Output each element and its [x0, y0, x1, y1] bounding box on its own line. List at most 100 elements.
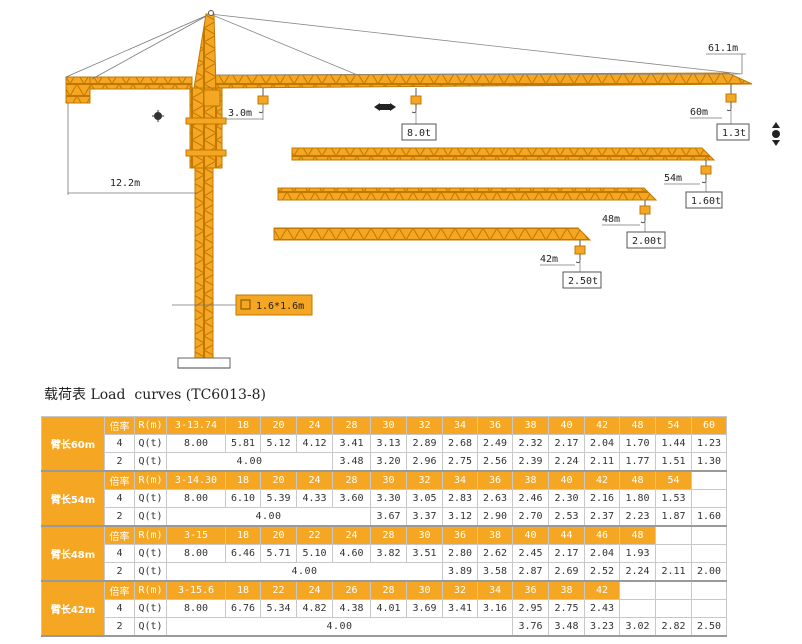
radius-cell: 54 — [655, 416, 692, 435]
load-cell: 2.89 — [406, 434, 443, 453]
rate-header: 倍率 — [104, 416, 135, 435]
load-cell: 2.87 — [512, 562, 549, 582]
radius-cell: 36 — [477, 416, 513, 435]
max-load-label: 8.0t — [407, 128, 431, 139]
load-cell: 2.11 — [584, 452, 620, 472]
rate-cell: 2 — [104, 617, 135, 637]
load-cell: 3.37 — [406, 507, 443, 527]
load-cell: 2.32 — [512, 434, 549, 453]
radius-cell: 48 — [619, 416, 656, 435]
radius-cell: 32 — [406, 416, 443, 435]
counter-jib-label: 12.2m — [110, 178, 140, 189]
load-cell: 3.89 — [442, 562, 478, 582]
radius-cell: 18 — [225, 580, 261, 600]
radius-cell: 46 — [584, 525, 620, 545]
radius-cell: 3-15.6 — [166, 580, 226, 600]
load-cell: 2.11 — [655, 562, 692, 582]
jib-54m-load: 1.60t — [691, 196, 721, 207]
radius-cell: 34 — [442, 416, 478, 435]
load-cell: 1.70 — [619, 434, 656, 453]
load-cell: 2.24 — [619, 562, 656, 582]
radius-cell: 24 — [296, 470, 333, 490]
empty-cell — [691, 580, 727, 600]
empty-cell — [619, 599, 656, 618]
load-cell: 2.56 — [477, 452, 513, 472]
rate-cell: 2 — [104, 507, 135, 527]
crane-diagram: 61.1m 3.0m 12.2m 1.6*1.6m 8.0t 60m 1.3t … — [65, 10, 780, 369]
counter-jib — [65, 13, 211, 104]
radius-cell: 42 — [584, 416, 620, 435]
radius-cell: 3-14.30 — [166, 470, 226, 490]
counter-jib-dimension: 12.2m — [67, 103, 198, 195]
load-cell: 6.46 — [225, 544, 261, 563]
radius-cell: 30 — [406, 580, 443, 600]
load-cell: 2.17 — [548, 434, 585, 453]
load-cell: 5.10 — [296, 544, 333, 563]
rate-header: 倍率 — [104, 525, 135, 545]
radius-cell: 20 — [260, 470, 297, 490]
load-cell: 3.41 — [442, 599, 478, 618]
hook-height-dimension: 61.1m — [706, 43, 746, 74]
jib-60m-load-box: 60m 1.3t — [690, 107, 750, 141]
load-cell: 3.48 — [332, 452, 371, 472]
load-cell: 4.38 — [332, 599, 371, 618]
operator-cab — [185, 87, 227, 169]
load-cell: 2.69 — [548, 562, 585, 582]
radius-header: R(m) — [134, 470, 167, 490]
radius-cell: 18 — [225, 525, 261, 545]
jib-42m-load: 2.50t — [568, 276, 598, 287]
load-cell: 1.51 — [655, 452, 692, 472]
load-cell: 3.51 — [406, 544, 443, 563]
load-cell: 2.68 — [442, 434, 478, 453]
load-cell: 2.96 — [406, 452, 443, 472]
jib-60m-load: 1.3t — [722, 128, 746, 139]
load-cell: 3.05 — [406, 489, 443, 508]
arm-length-cell: 臂长60m — [41, 416, 105, 472]
load-cell: 8.00 — [166, 544, 226, 563]
load-unit-cell: Q(t) — [134, 562, 167, 582]
radius-cell: 20 — [260, 416, 297, 435]
rate-header: 倍率 — [104, 580, 135, 600]
load-cell: 5.71 — [260, 544, 297, 563]
min-radius-label: 3.0m — [228, 108, 252, 119]
load-cell: 4.00 — [166, 452, 333, 472]
radius-cell: 24 — [296, 416, 333, 435]
radius-cell: 40 — [548, 416, 585, 435]
empty-cell — [691, 599, 727, 618]
load-cell: 2.17 — [548, 544, 585, 563]
empty-cell — [691, 525, 727, 545]
radius-header: R(m) — [134, 416, 167, 435]
radius-cell: 60 — [691, 416, 727, 435]
load-cell: 5.81 — [225, 434, 261, 453]
load-cell: 4.33 — [296, 489, 333, 508]
load-unit-cell: Q(t) — [134, 452, 167, 472]
load-cell: 3.02 — [619, 617, 656, 637]
empty-cell — [691, 544, 727, 563]
radius-cell: 3-15 — [166, 525, 226, 545]
load-cell: 2.23 — [619, 507, 656, 527]
radius-header: R(m) — [134, 580, 167, 600]
min-radius-dimension: 3.0m — [226, 108, 263, 120]
rate-cell: 2 — [104, 452, 135, 472]
radius-cell: 22 — [296, 525, 333, 545]
load-cell: 1.93 — [619, 544, 656, 563]
rate-cell: 4 — [104, 489, 135, 508]
load-cell: 1.80 — [619, 489, 656, 508]
radius-cell: 28 — [370, 525, 407, 545]
load-cell: 2.49 — [477, 434, 513, 453]
load-cell: 2.16 — [584, 489, 620, 508]
empty-cell — [691, 470, 727, 490]
load-cell: 8.00 — [166, 599, 226, 618]
load-cell: 3.30 — [370, 489, 407, 508]
radius-cell: 18 — [225, 416, 261, 435]
load-cell: 1.77 — [619, 452, 656, 472]
hook-60m — [725, 84, 737, 124]
trolley-arrow-icon — [374, 103, 396, 111]
